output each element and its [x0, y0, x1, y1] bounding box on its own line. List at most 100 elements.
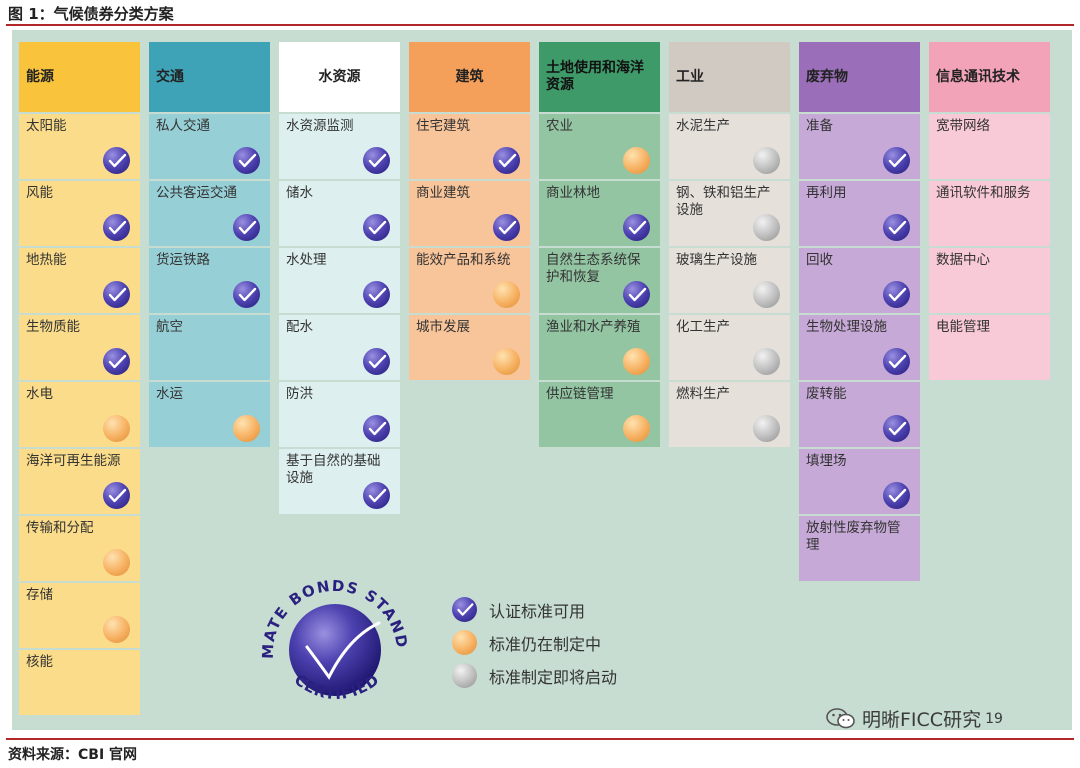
sector-item-label: 传输和分配	[26, 520, 94, 536]
status-developing-icon	[493, 348, 520, 375]
status-available-icon	[103, 147, 130, 174]
sector-header: 工业	[669, 42, 790, 112]
legend: 认证标准可用标准仍在制定中标准制定即将启动	[452, 593, 617, 692]
status-available-icon	[493, 147, 520, 174]
status-starting-icon	[753, 147, 780, 174]
sector-item: 水运	[149, 382, 270, 447]
status-available-icon	[363, 482, 390, 509]
sector-item-label: 自然生态系统保护和恢复	[546, 252, 641, 285]
figure-title: 图 1：气候债券分类方案	[8, 5, 174, 23]
sector-item: 存储	[19, 583, 140, 648]
top-divider	[6, 24, 1074, 26]
status-available-icon	[883, 281, 910, 308]
status-available-icon	[883, 348, 910, 375]
sector-item: 水泥生产	[669, 114, 790, 179]
sector-item: 水处理	[279, 248, 400, 313]
status-available-icon	[363, 147, 390, 174]
sector-header: 水资源	[279, 42, 400, 112]
sector-header: 交通	[149, 42, 270, 112]
legend-item: 标准制定即将启动	[452, 659, 617, 692]
sector-item-label: 私人交通	[156, 118, 210, 134]
sector-item-label: 储水	[286, 185, 313, 201]
sector-item: 放射性废弃物管理	[799, 516, 920, 581]
status-starting-icon	[753, 348, 780, 375]
status-available-icon	[363, 214, 390, 241]
sector-item: 海洋可再生能源	[19, 449, 140, 514]
sector-column: 交通私人交通公共客运交通货运铁路航空水运	[149, 42, 270, 447]
sector-item: 货运铁路	[149, 248, 270, 313]
sector-item: 生物处理设施	[799, 315, 920, 380]
sector-item: 储水	[279, 181, 400, 246]
status-available-icon	[363, 281, 390, 308]
sector-item-label: 住宅建筑	[416, 118, 470, 134]
sector-item: 住宅建筑	[409, 114, 530, 179]
status-developing-icon	[493, 281, 520, 308]
status-available-icon	[233, 281, 260, 308]
sector-item: 能效产品和系统	[409, 248, 530, 313]
status-available-icon	[883, 147, 910, 174]
sector-item-label: 航空	[156, 319, 183, 335]
sector-item: 回收	[799, 248, 920, 313]
sector-item: 水资源监测	[279, 114, 400, 179]
sector-item: 私人交通	[149, 114, 270, 179]
sector-header: 土地使用和海洋资源	[539, 42, 660, 112]
sector-item-label: 水电	[26, 386, 53, 402]
sector-item-label: 配水	[286, 319, 313, 335]
sector-item-label: 回收	[806, 252, 833, 268]
sector-item: 燃料生产	[669, 382, 790, 447]
sector-item-label: 海洋可再生能源	[26, 453, 121, 469]
sector-item: 钢、铁和铝生产设施	[669, 181, 790, 246]
sector-item-label: 公共客运交通	[156, 185, 237, 201]
page-number: 19	[985, 710, 1003, 727]
logo-check-icon	[305, 621, 381, 680]
status-available-icon	[623, 281, 650, 308]
legend-item: 认证标准可用	[452, 593, 617, 626]
sector-item-label: 城市发展	[416, 319, 470, 335]
sector-item: 太阳能	[19, 114, 140, 179]
sector-header: 信息通讯技术	[929, 42, 1050, 112]
sector-item: 宽带网络	[929, 114, 1050, 179]
sector-item-label: 防洪	[286, 386, 313, 402]
sector-column: 建筑住宅建筑商业建筑能效产品和系统城市发展	[409, 42, 530, 380]
sector-item-label: 农业	[546, 118, 573, 134]
status-developing-icon	[103, 549, 130, 576]
status-developing-icon	[103, 616, 130, 643]
sector-column: 信息通讯技术宽带网络通讯软件和服务数据中心电能管理	[929, 42, 1050, 380]
legend-label: 认证标准可用	[489, 601, 586, 621]
watermark-text: 明晰FICC研究	[862, 709, 982, 731]
status-available-icon	[103, 482, 130, 509]
sector-item: 生物质能	[19, 315, 140, 380]
status-available-icon	[103, 281, 130, 308]
taxonomy-panel: CLIMATE BONDS STANDARD CERTIFIED 认证标准可用标…	[12, 30, 1072, 730]
sector-item: 填埋场	[799, 449, 920, 514]
sector-column: 能源太阳能风能地热能生物质能水电海洋可再生能源传输和分配存储核能	[19, 42, 140, 715]
sector-item: 农业	[539, 114, 660, 179]
sector-item: 商业建筑	[409, 181, 530, 246]
sector-item-label: 水泥生产	[676, 118, 730, 134]
sector-item: 配水	[279, 315, 400, 380]
status-available-icon	[883, 482, 910, 509]
watermark: 明晰FICC研究 19	[826, 705, 1003, 732]
sector-item-label: 太阳能	[26, 118, 67, 134]
legend-label: 标准制定即将启动	[489, 667, 618, 687]
sector-item-label: 宽带网络	[936, 118, 990, 134]
sector-item: 准备	[799, 114, 920, 179]
status-developing-icon	[233, 415, 260, 442]
sector-item-label: 能效产品和系统	[416, 252, 511, 268]
status-developing-icon	[623, 348, 650, 375]
sector-item-label: 准备	[806, 118, 833, 134]
sector-item-label: 水处理	[286, 252, 327, 268]
sector-item: 防洪	[279, 382, 400, 447]
sector-item: 传输和分配	[19, 516, 140, 581]
sector-item-label: 核能	[26, 654, 53, 670]
sector-item-label: 货运铁路	[156, 252, 210, 268]
climate-bonds-logo: CLIMATE BONDS STANDARD CERTIFIED	[255, 565, 410, 703]
sector-header: 建筑	[409, 42, 530, 112]
sector-column: 土地使用和海洋资源农业商业林地自然生态系统保护和恢复渔业和水产养殖供应链管理	[539, 42, 660, 447]
sector-item: 水电	[19, 382, 140, 447]
status-developing-icon	[452, 630, 477, 655]
sector-item: 基于自然的基础设施	[279, 449, 400, 514]
status-starting-icon	[753, 214, 780, 241]
status-available-icon	[452, 597, 477, 622]
sector-item: 自然生态系统保护和恢复	[539, 248, 660, 313]
